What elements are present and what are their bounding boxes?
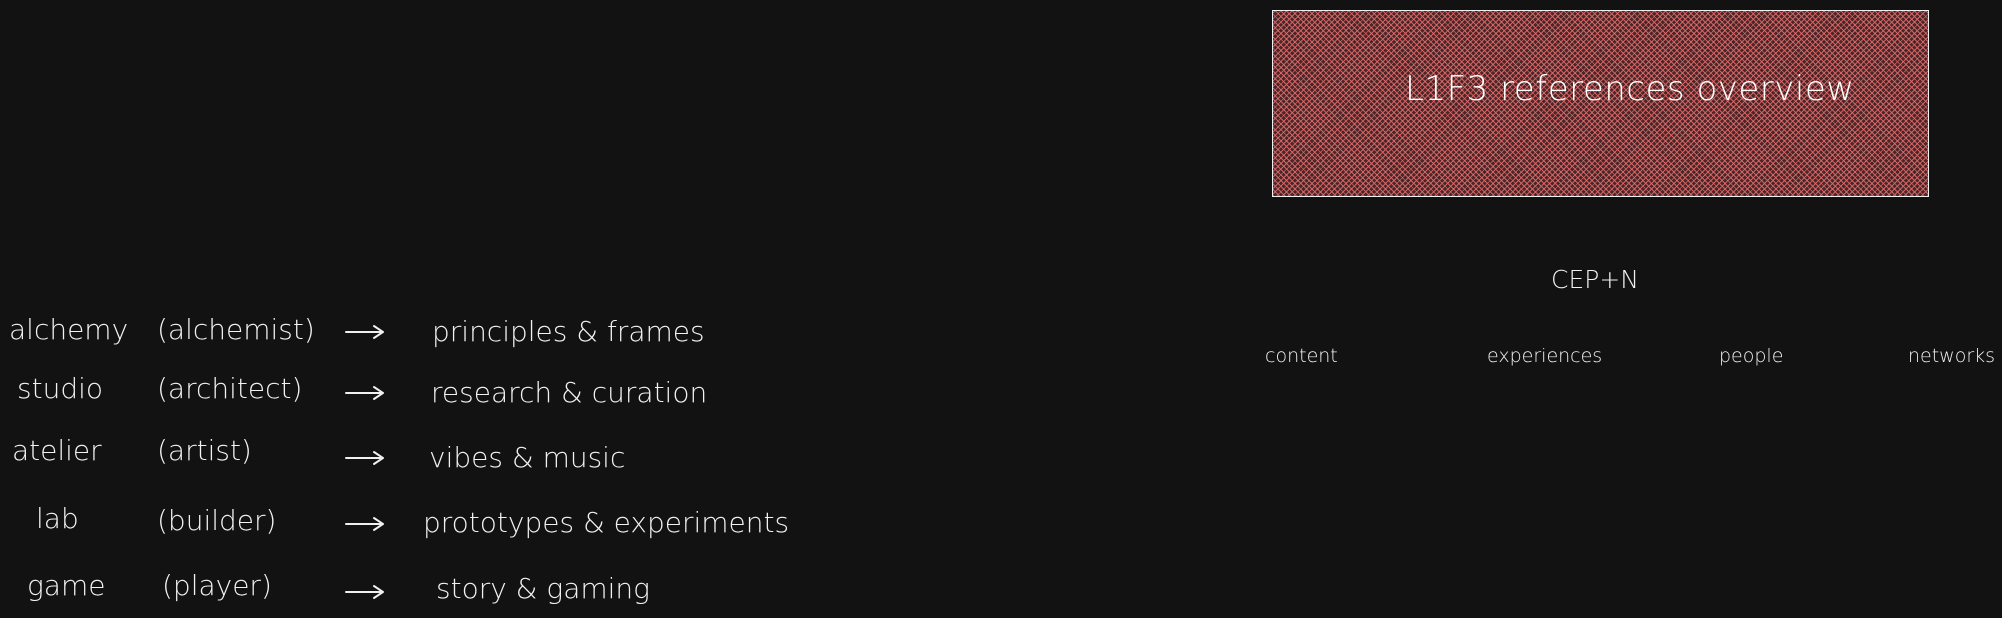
arrow-icon (345, 514, 385, 534)
arrow-icon (345, 322, 385, 342)
diagram-title: L1F3 references overview (1405, 69, 1855, 109)
row-role-artist: (artist) (157, 434, 252, 467)
title-box: L1F3 references overview (1272, 10, 1929, 197)
row-focus-research: research & curation (431, 376, 708, 409)
cepn-item-content: content (1265, 345, 1338, 367)
arrow-icon (345, 448, 385, 468)
cepn-item-networks: networks (1908, 345, 1996, 367)
cepn-heading: CEP+N (1551, 265, 1639, 294)
arrow-icon (345, 582, 385, 602)
row-role-builder: (builder) (157, 504, 277, 537)
row-name-studio: studio (17, 372, 103, 405)
row-focus-principles: principles & frames (432, 315, 705, 348)
row-focus-prototypes: prototypes & experiments (423, 506, 790, 539)
arrow-icon (345, 383, 385, 403)
row-name-lab: lab (36, 502, 79, 535)
row-role-alchemist: (alchemist) (157, 313, 315, 346)
row-role-architect: (architect) (157, 372, 303, 405)
row-focus-story: story & gaming (436, 572, 650, 605)
cepn-item-experiences: experiences (1487, 345, 1603, 367)
row-role-player: (player) (162, 569, 272, 602)
row-focus-vibes: vibes & music (429, 441, 626, 474)
row-name-atelier: atelier (12, 434, 102, 467)
cepn-item-people: people (1719, 345, 1784, 367)
row-name-alchemy: alchemy (9, 313, 129, 346)
row-name-game: game (27, 569, 106, 602)
